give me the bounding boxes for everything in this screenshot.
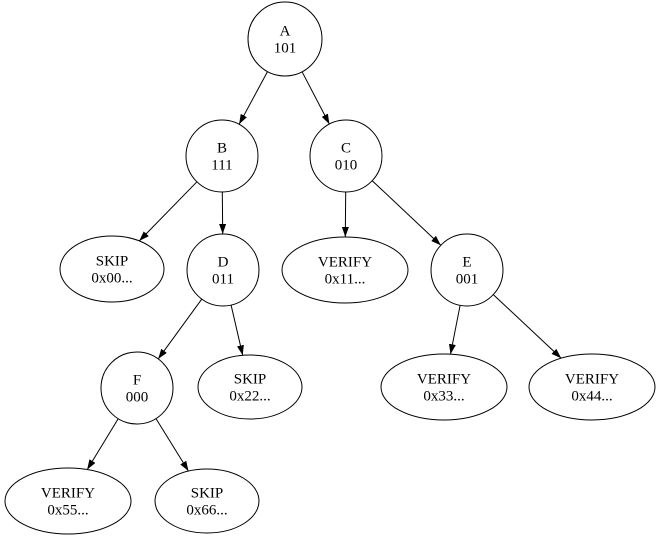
node-VERIFY_0x55-shape	[4, 467, 132, 535]
node-VERIFY_0x33-shape	[380, 353, 508, 421]
node-C-shape	[309, 119, 383, 193]
edge-B-to-SKIP_0x00	[138, 181, 198, 242]
node-VERIFY_0x11-label-line1: VERIFY	[318, 255, 372, 271]
node-D-label-line2: 011	[212, 272, 234, 288]
edge-A-to-B	[238, 71, 268, 125]
edge-E-to-VERIFY_0x44	[492, 294, 562, 359]
node-SKIP_0x66-shape	[154, 468, 260, 534]
node-VERIFY_0x33: VERIFY0x33...	[380, 353, 508, 421]
node-VERIFY_0x55-label-line1: VERIFY	[41, 486, 95, 502]
node-SKIP_0x00-label-line1: SKIP	[96, 254, 129, 270]
node-A-label-line1: A	[280, 24, 291, 40]
node-VERIFY_0x55: VERIFY0x55...	[4, 467, 132, 535]
edge-C-to-E	[371, 180, 442, 246]
edge-A-to-C	[301, 71, 330, 125]
node-B-shape	[185, 119, 259, 193]
node-SKIP_0x22: SKIP0x22...	[197, 354, 303, 420]
node-C-label-line2: 010	[335, 158, 358, 174]
node-C-label-line1: C	[341, 141, 351, 157]
node-VERIFY_0x55-label-line2: 0x55...	[47, 503, 88, 519]
edges-layer	[86, 71, 562, 472]
node-SKIP_0x00-label-line2: 0x00...	[91, 271, 132, 287]
node-A-label-line2: 101	[274, 41, 297, 57]
node-VERIFY_0x44: VERIFY0x44...	[528, 353, 656, 421]
edge-D-to-F	[157, 298, 203, 360]
node-SKIP_0x00-shape	[59, 235, 165, 303]
node-VERIFY_0x11-label-line2: 0x11...	[325, 272, 366, 288]
node-SKIP_0x66: SKIP0x66...	[154, 468, 260, 534]
node-SKIP_0x22-shape	[197, 354, 303, 420]
node-SKIP_0x66-label-line1: SKIP	[191, 486, 224, 502]
node-F-shape	[100, 351, 174, 425]
node-VERIFY_0x44-shape	[528, 353, 656, 421]
node-VERIFY_0x44-label-line2: 0x44...	[571, 389, 612, 405]
node-B-label-line2: 111	[211, 158, 232, 174]
node-SKIP_0x00: SKIP0x00...	[59, 235, 165, 303]
node-SKIP_0x66-label-line2: 0x66...	[186, 503, 227, 519]
node-SKIP_0x22-label-line2: 0x22...	[229, 389, 270, 405]
edge-E-to-VERIFY_0x33	[448, 305, 461, 355]
node-E-label-line2: 001	[456, 272, 479, 288]
nodes-layer: A101B111C010SKIP0x00...D011VERIFY0x11...…	[4, 1, 656, 535]
edge-D-to-SKIP_0x22	[230, 304, 244, 356]
node-B-label-line1: B	[217, 141, 227, 157]
node-A-shape	[247, 1, 323, 77]
node-D-label-line1: D	[218, 255, 229, 271]
node-E-shape	[430, 233, 504, 307]
node-VERIFY_0x44-label-line1: VERIFY	[565, 372, 619, 388]
node-SKIP_0x22-label-line1: SKIP	[234, 372, 267, 388]
edge-F-to-SKIP_0x66	[155, 418, 189, 472]
node-D-shape	[186, 233, 260, 307]
node-VERIFY_0x33-label-line2: 0x33...	[423, 389, 464, 405]
node-F-label-line1: F	[133, 373, 141, 389]
node-VERIFY_0x11-shape	[281, 236, 409, 304]
node-VERIFY_0x33-label-line1: VERIFY	[417, 372, 471, 388]
node-F-label-line2: 000	[126, 390, 149, 406]
edge-F-to-VERIFY_0x55	[86, 418, 119, 470]
node-E-label-line1: E	[462, 255, 471, 271]
node-VERIFY_0x11: VERIFY0x11...	[281, 236, 409, 304]
